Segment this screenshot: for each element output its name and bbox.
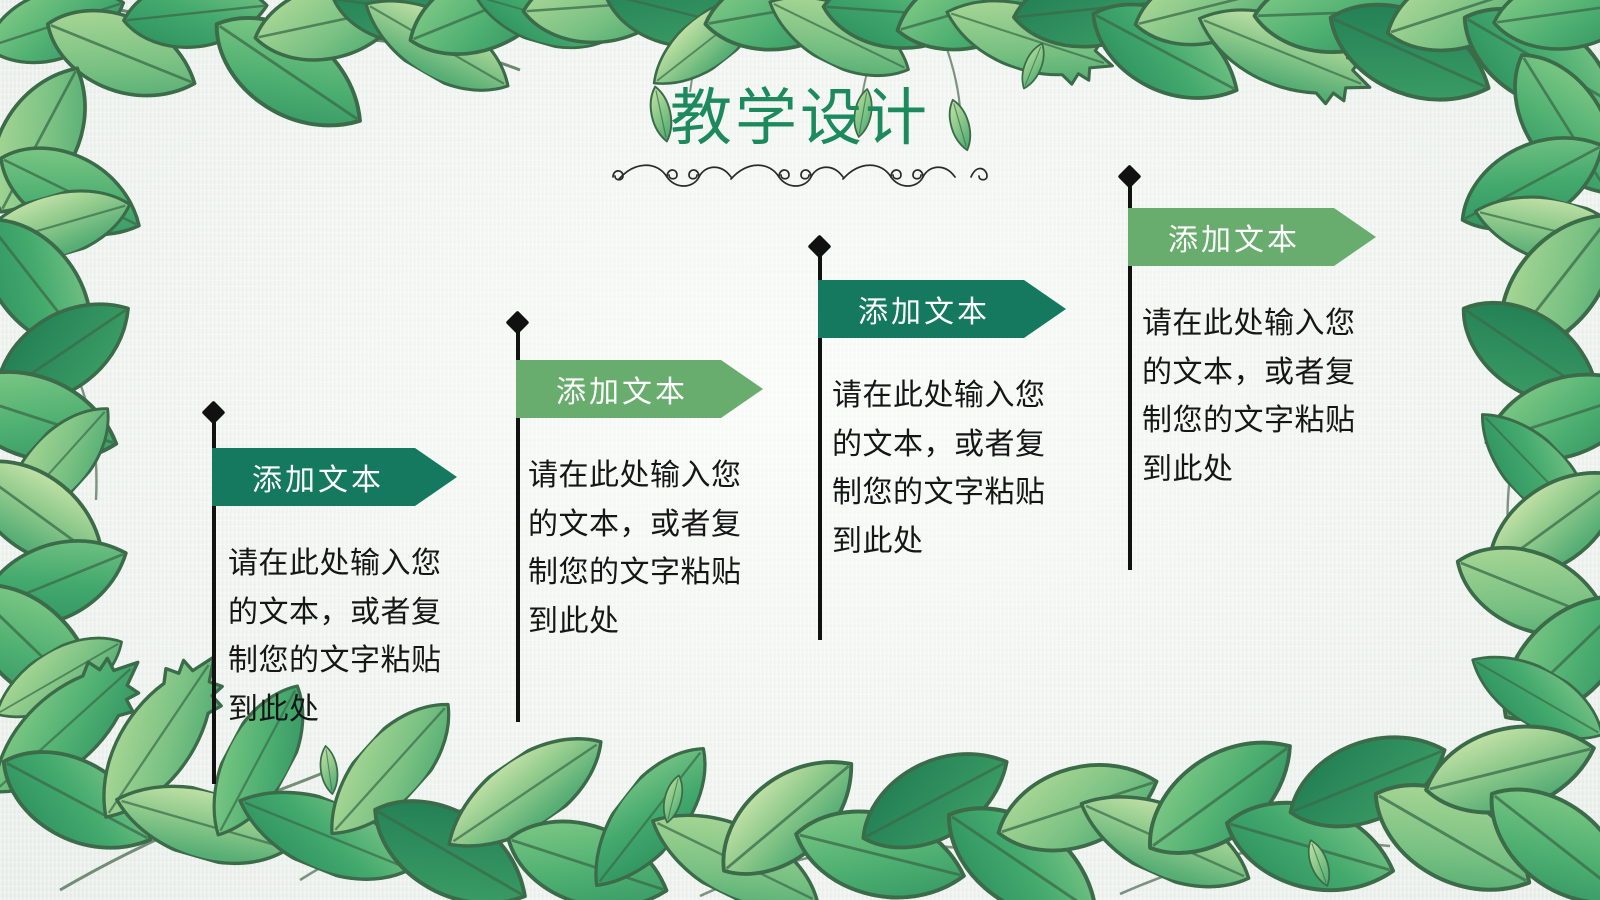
- banner-4[interactable]: 添加文本: [1128, 208, 1376, 266]
- timeline-axis-4: [1128, 176, 1132, 570]
- timeline-axis-2: [516, 322, 520, 722]
- timeline-marker-diamond-icon-3: [807, 234, 832, 259]
- body-text-3: 请在此处输入您的文本，或者复制您的文字粘贴到此处: [832, 379, 1046, 558]
- banner-label-2: 添加文本: [556, 376, 688, 409]
- timeline-axis-3: [818, 246, 822, 640]
- banner-label-4: 添加文本: [1168, 224, 1300, 257]
- banner-1[interactable]: 添加文本: [212, 448, 457, 506]
- page-title: 教学设计: [669, 84, 930, 153]
- banner-3[interactable]: 添加文本: [818, 280, 1066, 338]
- timeline-marker-diamond-icon-2: [505, 310, 530, 335]
- banner-label-3: 添加文本: [858, 296, 990, 329]
- timeline-axis-1: [212, 412, 216, 784]
- title-block: 教学设计: [0, 86, 1600, 194]
- banner-2[interactable]: 添加文本: [516, 360, 763, 418]
- banner-label-1: 添加文本: [252, 464, 384, 497]
- body-text-1: 请在此处输入您的文本，或者复制您的文字粘贴到此处: [228, 547, 442, 726]
- body-text-2: 请在此处输入您的文本，或者复制您的文字粘贴到此处: [528, 459, 742, 638]
- timeline-marker-diamond-icon-1: [201, 400, 226, 425]
- body-text-4: 请在此处输入您的文本，或者复制您的文字粘贴到此处: [1142, 307, 1356, 486]
- flourish-divider-icon: [605, 155, 995, 194]
